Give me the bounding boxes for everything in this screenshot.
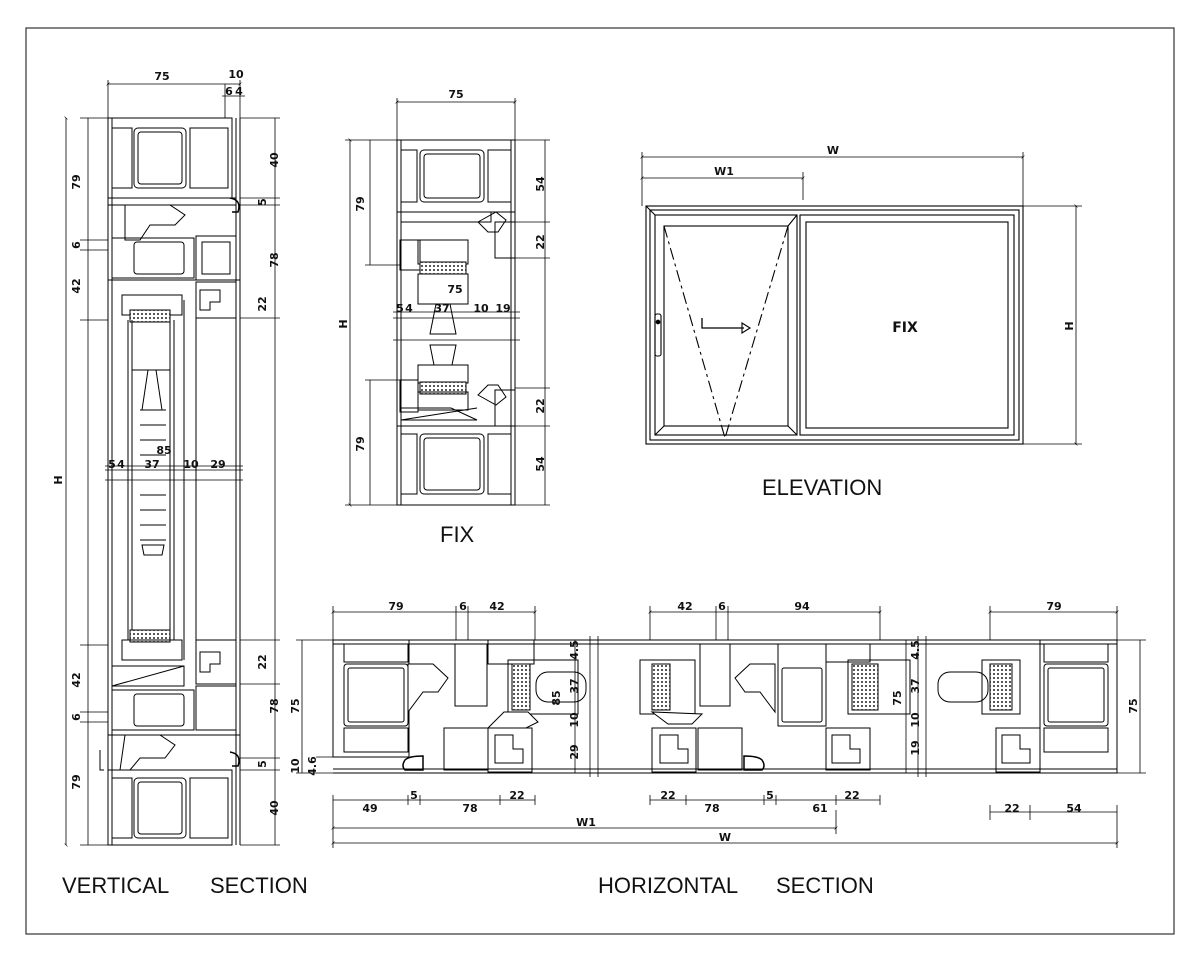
dim-fix-right-22-bottom: 22 — [534, 398, 547, 413]
dim-horizontal-top-94: 94 — [794, 600, 810, 613]
elevation-labels: W W1 H FIX — [714, 144, 1076, 336]
captions: VERTICAL SECTION FIX ELEVATION HORIZONTA… — [62, 475, 882, 898]
dim-horizontal-mid-19: 19 — [909, 740, 922, 755]
dim-fix-glass-19: 19 — [495, 302, 510, 315]
dim-horizontal-bottom-54: 54 — [1066, 802, 1082, 815]
elevation-fix-label: FIX — [892, 320, 918, 336]
dim-vertical-width: 75 — [154, 70, 169, 83]
caption-horizontal: HORIZONTAL — [598, 873, 738, 898]
dim-vertical-6: 6 — [225, 85, 233, 98]
horizontal-section-labels: 79 6 42 42 6 94 79 75 10 4.6 4.5 37 85 1… — [289, 600, 1140, 844]
dim-elevation-w1: W1 — [714, 165, 734, 178]
dim-horizontal-bottom-22-c: 22 — [844, 789, 859, 802]
vertical-section-labels: 75 10 6 4 79 6 42 H 42 6 79 40 5 78 22 2… — [52, 68, 281, 816]
dim-fix-glass-75: 75 — [447, 283, 462, 296]
fix-section-dims — [345, 98, 550, 507]
dim-vertical-glass-37: 37 — [144, 458, 159, 471]
dim-vertical-left-42-top: 42 — [70, 278, 83, 293]
dim-horizontal-mid-85: 85 — [550, 690, 563, 705]
dim-vertical-left-6-bottom: 6 — [70, 713, 83, 721]
dim-horizontal-top-79-left: 79 — [388, 600, 403, 613]
dim-horizontal-top-42-left: 42 — [489, 600, 504, 613]
dim-vertical-glass-29: 29 — [210, 458, 225, 471]
caption-elevation: ELEVATION — [762, 475, 882, 500]
dim-fix-width: 75 — [448, 88, 463, 101]
dim-fix-glass-37: 37 — [434, 302, 449, 315]
dim-horizontal-w: W — [719, 831, 731, 844]
caption-vertical: VERTICAL — [62, 873, 169, 898]
fix-section — [393, 139, 520, 506]
elevation-dims — [640, 152, 1082, 446]
dim-horizontal-mid-4-5-b: 4.5 — [909, 640, 922, 660]
elevation-drawing — [645, 205, 1024, 445]
dim-fix-left-79-bottom: 79 — [354, 436, 367, 451]
dim-horizontal-bottom-49: 49 — [362, 802, 377, 815]
dim-horizontal-right-75: 75 — [1127, 698, 1140, 713]
dim-vertical-left-6-top: 6 — [70, 241, 83, 249]
dim-horizontal-mid-37-a: 37 — [568, 678, 581, 693]
dim-horizontal-bottom-22-b: 22 — [660, 789, 675, 802]
dim-fix-right-54-bottom: 54 — [534, 456, 547, 472]
dim-vertical-right-78-top: 78 — [268, 252, 281, 267]
dim-horizontal-w1: W1 — [576, 816, 596, 829]
dim-fix-right-54-top: 54 — [534, 176, 547, 192]
dim-fix-right-22-top: 22 — [534, 234, 547, 249]
caption-vertical-section: SECTION — [210, 873, 308, 898]
dim-horizontal-left-75: 75 — [289, 698, 302, 713]
dim-vertical-right-22-bottom: 22 — [256, 654, 269, 669]
caption-fix: FIX — [440, 522, 475, 547]
dim-vertical-left-79-bottom: 79 — [70, 774, 83, 789]
dim-vertical-10: 10 — [228, 68, 244, 81]
dim-horizontal-mid-10-a: 10 — [568, 712, 581, 728]
dim-horizontal-top-6-left: 6 — [459, 600, 467, 613]
caption-horizontal-section: SECTION — [776, 873, 874, 898]
dim-vertical-right-40-bottom: 40 — [268, 800, 281, 816]
dim-horizontal-bottom-61: 61 — [812, 802, 827, 815]
dim-vertical-glass-10: 10 — [183, 458, 199, 471]
dim-horizontal-bottom-5-a: 5 — [410, 789, 418, 802]
dim-vertical-right-5-bottom: 5 — [256, 760, 269, 768]
dim-horizontal-mid-37-b: 37 — [909, 678, 922, 693]
dim-horizontal-mid-75: 75 — [891, 690, 904, 705]
dim-fix-glass-10: 10 — [473, 302, 489, 315]
dim-horizontal-mid-10-b: 10 — [909, 712, 922, 728]
dim-horizontal-mid-4-5-a: 4.5 — [568, 640, 581, 660]
dim-fix-glass-4: 4 — [405, 302, 413, 315]
dim-fix-h: H — [337, 319, 350, 328]
dim-horizontal-left-4-6: 4.6 — [306, 756, 319, 776]
dim-fix-glass-5: 5 — [396, 302, 404, 315]
horizontal-section-dims — [296, 606, 1146, 848]
dim-vertical-h: H — [52, 475, 65, 484]
dim-horizontal-left-10: 10 — [289, 758, 302, 774]
dim-vertical-right-5-top: 5 — [256, 198, 269, 206]
dim-horizontal-bottom-78-b: 78 — [704, 802, 719, 815]
dim-vertical-left-79-top: 79 — [70, 174, 83, 189]
dim-horizontal-top-6-mid: 6 — [718, 600, 726, 613]
dim-vertical-right-40-top: 40 — [268, 152, 281, 168]
dim-vertical-glass-5: 5 — [108, 458, 116, 471]
dim-horizontal-top-42-mid: 42 — [677, 600, 692, 613]
dim-vertical-4: 4 — [235, 85, 243, 98]
dim-horizontal-bottom-5-b: 5 — [766, 789, 774, 802]
dim-vertical-glass-4: 4 — [117, 458, 125, 471]
dim-horizontal-bottom-78-a: 78 — [462, 802, 477, 815]
dim-vertical-right-78-bottom: 78 — [268, 698, 281, 713]
dim-horizontal-bottom-22-a: 22 — [509, 789, 524, 802]
dim-horizontal-bottom-22-d: 22 — [1004, 802, 1019, 815]
vertical-section-dims — [64, 80, 280, 847]
fix-section-labels: 75 79 H 79 54 22 22 54 5 4 37 75 10 19 — [337, 88, 547, 472]
horizontal-section — [332, 636, 1118, 777]
dim-vertical-right-22-top: 22 — [256, 296, 269, 311]
dim-horizontal-top-79-right: 79 — [1046, 600, 1061, 613]
vertical-section — [99, 117, 243, 846]
dim-elevation-h: H — [1063, 321, 1076, 330]
dim-horizontal-mid-29: 29 — [568, 744, 581, 759]
dim-elevation-w: W — [827, 144, 839, 157]
sheet-border — [25, 27, 1175, 935]
dim-vertical-left-42-bottom: 42 — [70, 672, 83, 687]
dim-vertical-glass-85: 85 — [156, 444, 171, 457]
dim-fix-left-79-top: 79 — [354, 196, 367, 211]
